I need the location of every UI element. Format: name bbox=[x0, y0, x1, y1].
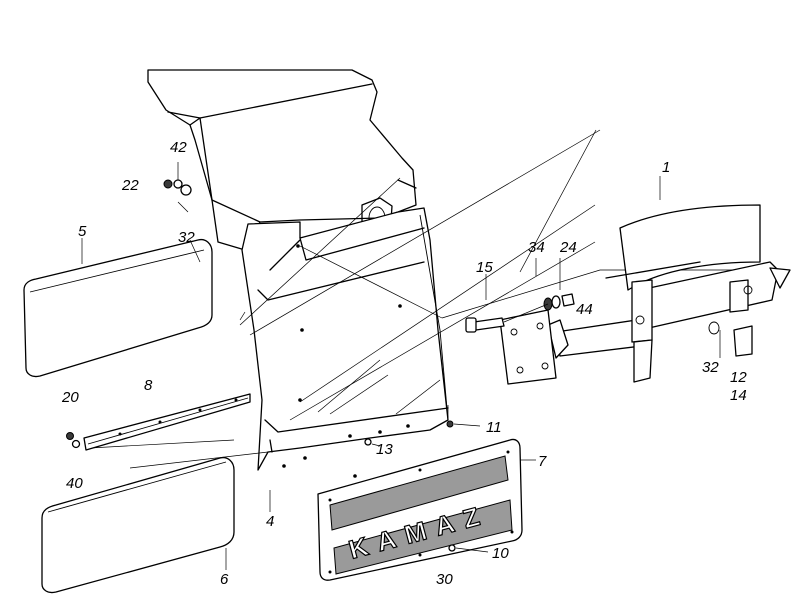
label-4: 4 bbox=[266, 513, 274, 530]
mounting-strip-8 bbox=[83, 393, 251, 451]
leader-lines bbox=[89, 129, 762, 512]
label-12: 12 bbox=[730, 369, 747, 386]
panel-mounting-holes bbox=[282, 244, 410, 478]
fasteners-strip bbox=[66, 432, 81, 449]
label-42: 42 bbox=[170, 139, 187, 156]
label-40: 40 bbox=[66, 475, 83, 492]
label-6: 6 bbox=[220, 571, 229, 588]
reflector-plate-5 bbox=[23, 238, 213, 378]
label-15: 15 bbox=[476, 259, 493, 276]
screws-small bbox=[364, 420, 489, 553]
label-5: 5 bbox=[78, 223, 87, 240]
label-14: 14 bbox=[730, 387, 747, 404]
label-32-right: 32 bbox=[702, 359, 719, 376]
hatch-lines bbox=[239, 129, 601, 421]
part-labels: 1 4 5 6 7 8 10 11 12 13 14 15 20 22 24 3… bbox=[61, 139, 747, 588]
reflector-plate-6 bbox=[41, 456, 235, 594]
label-leaders bbox=[81, 176, 721, 570]
label-20: 20 bbox=[61, 389, 79, 406]
label-32-left: 32 bbox=[178, 229, 195, 246]
label-10: 10 bbox=[492, 545, 509, 562]
label-24: 24 bbox=[559, 239, 577, 256]
label-13: 13 bbox=[376, 441, 393, 458]
label-8: 8 bbox=[144, 377, 153, 394]
bolt-and-nuts bbox=[465, 293, 575, 333]
label-44: 44 bbox=[576, 301, 593, 318]
upper-fender bbox=[147, 69, 417, 269]
label-30: 30 bbox=[436, 571, 453, 588]
label-11: 11 bbox=[486, 419, 502, 436]
bracket-assembly bbox=[499, 204, 791, 385]
fasteners-upper bbox=[163, 162, 192, 196]
label-34: 34 bbox=[528, 239, 545, 256]
main-mudguard-panel bbox=[241, 207, 449, 478]
label-1: 1 bbox=[662, 159, 670, 176]
label-22: 22 bbox=[121, 177, 139, 194]
label-7: 7 bbox=[538, 453, 547, 470]
